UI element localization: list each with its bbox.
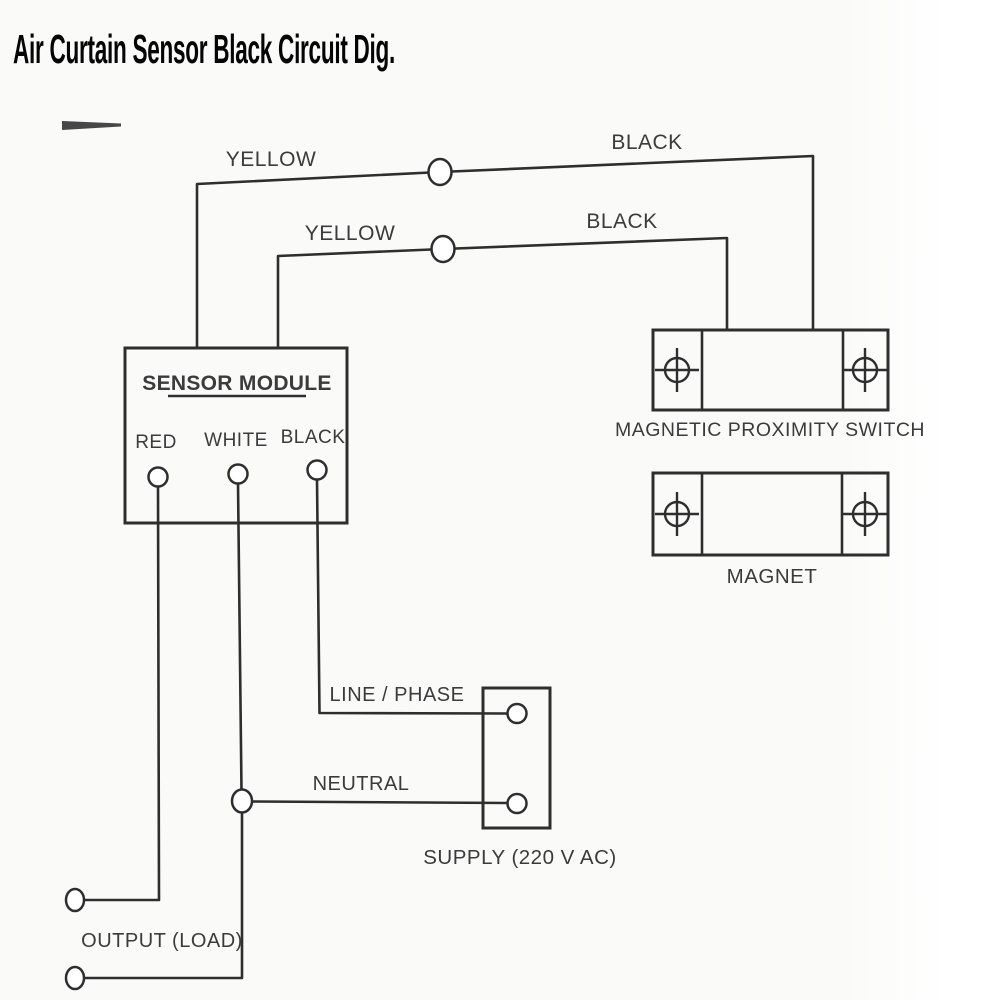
label-terminal-black: BLACK	[281, 427, 346, 448]
mounting-hole-icon	[655, 492, 699, 536]
proximity-switch-label: MAGNETIC PROXIMITY SWITCH	[615, 419, 925, 441]
wire-white-lower	[83, 811, 244, 980]
wire-neutral	[251, 800, 510, 805]
output-terminal-top	[64, 887, 86, 913]
page-title: Air Curtain Sensor Black Circuit Dig.	[13, 26, 396, 72]
line-phase-label: LINE / PHASE	[330, 684, 465, 706]
supply-box	[481, 686, 552, 830]
mounting-hole-icon	[843, 492, 887, 536]
wire-black-line-phase	[315, 478, 510, 715]
output-terminal-bottom	[64, 965, 86, 991]
magnet-label: MAGNET	[727, 565, 818, 588]
neutral-junction-node	[230, 788, 254, 814]
label-terminal-white: WHITE	[204, 430, 268, 451]
wire-connector-second	[430, 234, 456, 264]
mounting-hole-icon	[843, 348, 887, 392]
label-terminal-red: RED	[135, 432, 177, 453]
scan-artifact-mark	[62, 121, 121, 130]
wire-white-upper	[236, 482, 243, 793]
supply-label: SUPPLY (220 V AC)	[423, 846, 616, 869]
magnet-box	[651, 471, 890, 557]
sensor-module-box	[123, 346, 349, 525]
terminal-white	[227, 463, 249, 485]
sensor-module-title: SENSOR MODULE	[142, 372, 331, 395]
label-yellow-second: YELLOW	[305, 222, 396, 245]
wire-connector-top	[427, 157, 453, 187]
mounting-hole-icon	[655, 348, 699, 392]
terminal-red	[147, 466, 169, 488]
terminal-black	[306, 459, 328, 481]
wire-red	[83, 485, 161, 902]
label-yellow-top: YELLOW	[226, 148, 317, 171]
wire-yellow-black-top	[195, 154, 815, 350]
label-black-top: BLACK	[611, 131, 682, 154]
supply-terminal-line	[506, 702, 528, 725]
label-black-second: BLACK	[586, 210, 657, 233]
supply-terminal-neutral	[506, 792, 528, 815]
neutral-label: NEUTRAL	[313, 773, 410, 795]
output-load-label: OUTPUT (LOAD)	[81, 930, 243, 952]
proximity-switch-box	[651, 328, 890, 412]
